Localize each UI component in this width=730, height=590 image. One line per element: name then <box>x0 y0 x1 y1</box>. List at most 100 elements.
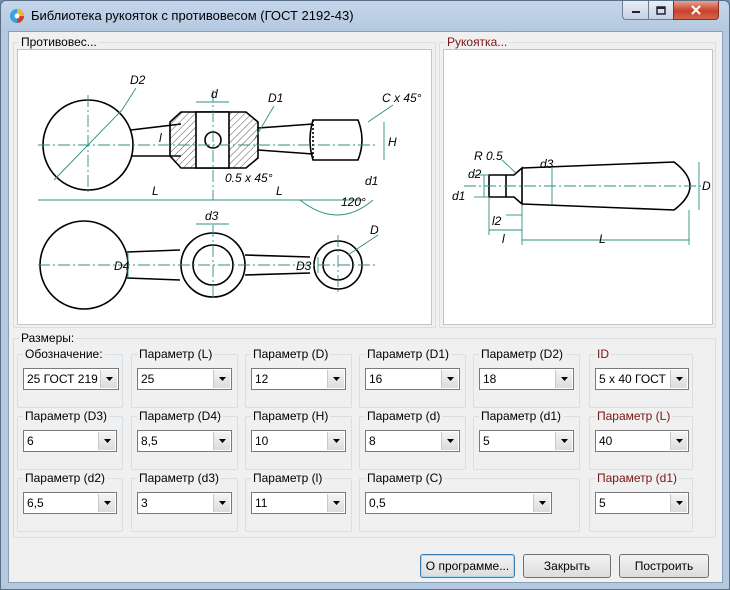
minimize-icon <box>631 11 640 13</box>
param-D-select[interactable]: 12 <box>251 368 346 390</box>
close-icon <box>691 5 701 15</box>
field-label: Параметр (d) <box>365 409 443 423</box>
handle-d1-select[interactable]: 5 <box>595 492 689 514</box>
field-label: Параметр (d3) <box>137 471 222 485</box>
handle-label-l: l <box>502 232 505 246</box>
drawing-label-h: H <box>388 135 397 149</box>
handle-label-l2: l2 <box>492 214 502 228</box>
handle-label-L: L <box>599 232 606 246</box>
select-value: 6,5 <box>27 496 44 510</box>
close-button[interactable]: Закрыть <box>523 554 611 578</box>
field-handle-L: Параметр (L) 40 <box>589 409 693 470</box>
field-param-d2: Параметр (d2) 6,5 <box>17 471 123 532</box>
build-button[interactable]: Построить <box>619 554 709 578</box>
counterweight-drawing-panel: D2 d D1 C x 45° H L 0.5 x 45° L d1 120° … <box>17 49 432 325</box>
field-param-D4: Параметр (D4) 8,5 <box>131 409 238 470</box>
handle-group-label: Рукоятка... <box>445 35 510 49</box>
sizes-group-label: Размеры: <box>19 331 77 345</box>
field-label: Обозначение: <box>23 347 105 361</box>
field-id: ID 5 x 40 ГОСТ 89 <box>589 347 693 408</box>
counterweight-group: Противовес... <box>13 35 436 328</box>
select-value: 11 <box>255 496 268 510</box>
field-label: Параметр (D3) <box>23 409 110 423</box>
id-select[interactable]: 5 x 40 ГОСТ 89 <box>595 368 689 390</box>
field-label: Параметр (d1) <box>479 409 564 423</box>
param-d1-select[interactable]: 5 <box>479 430 574 452</box>
field-param-D: Параметр (D) 12 <box>245 347 352 408</box>
chevron-down-icon <box>213 432 230 450</box>
select-value: 3 <box>141 496 148 510</box>
chevron-down-icon <box>327 494 344 512</box>
field-label: Параметр (D4) <box>137 409 224 423</box>
handle-label-d3: d3 <box>540 157 554 171</box>
drawing-label-chamfer: C x 45° <box>382 91 422 105</box>
chevron-down-icon <box>670 494 687 512</box>
select-value: 40 <box>599 434 613 448</box>
maximize-button[interactable] <box>648 1 674 20</box>
param-d3-select[interactable]: 3 <box>137 492 232 514</box>
select-value: 5 x 40 ГОСТ 89 <box>599 372 668 386</box>
handle-label-d2: d2 <box>468 167 482 181</box>
select-value: 18 <box>483 372 497 386</box>
handle-label-d1: d1 <box>452 189 465 203</box>
drawing-label-angle: 0.5 x 45° <box>225 171 273 185</box>
chevron-down-icon <box>533 494 550 512</box>
select-value: 5 <box>483 434 490 448</box>
drawing-label-l2: L <box>276 184 283 198</box>
select-value: 8 <box>369 434 376 448</box>
drawing-label-d1s: d1 <box>365 174 378 188</box>
maximize-icon <box>656 5 666 15</box>
handle-group: Рукоятка... <box>439 35 716 328</box>
field-param-L: Параметр (L) 25 <box>131 347 238 408</box>
handle-L-select[interactable]: 40 <box>595 430 689 452</box>
drawing-label-dd: D <box>370 223 379 237</box>
field-label: Параметр (D2) <box>479 347 566 361</box>
param-D1-select[interactable]: 16 <box>365 368 460 390</box>
field-param-H: Параметр (H) 10 <box>245 409 352 470</box>
chevron-down-icon <box>327 432 344 450</box>
minimize-button[interactable] <box>622 1 649 20</box>
handle-drawing: R 0.5 d2 d1 d3 l2 l L D <box>452 149 711 246</box>
handle-label-r: R 0.5 <box>474 149 503 163</box>
title-bar[interactable]: Библиотека рукояток с противовесом (ГОСТ… <box>1 1 729 31</box>
field-label: Параметр (D) <box>251 347 331 361</box>
drawing-label-i: l <box>159 131 162 145</box>
param-d-select[interactable]: 8 <box>365 430 460 452</box>
select-value: 6 <box>27 434 34 448</box>
drawing-label-d3b: D3 <box>296 259 312 273</box>
param-H-select[interactable]: 10 <box>251 430 346 452</box>
client-area: Противовес... <box>8 31 723 583</box>
param-d2-select[interactable]: 6,5 <box>23 492 117 514</box>
select-value: 5 <box>599 496 606 510</box>
field-param-d1: Параметр (d1) 5 <box>473 409 580 470</box>
chevron-down-icon <box>100 370 117 388</box>
field-label: Параметр (C) <box>365 471 445 485</box>
about-button[interactable]: О программе... <box>420 554 515 578</box>
field-designation: Обозначение: 25 ГОСТ 2192- <box>17 347 123 408</box>
counterweight-drawing: D2 d D1 C x 45° H L 0.5 x 45° L d1 120° … <box>38 73 422 310</box>
select-value: 8,5 <box>141 434 158 448</box>
select-value: 12 <box>255 372 269 386</box>
field-label: Параметр (l) <box>251 471 325 485</box>
close-window-button[interactable] <box>673 1 719 20</box>
drawing-label-d1: D1 <box>268 91 283 105</box>
chevron-down-icon <box>98 494 115 512</box>
param-D4-select[interactable]: 8,5 <box>137 430 232 452</box>
field-param-l: Параметр (l) 11 <box>245 471 352 532</box>
handle-label-D: D <box>702 179 711 193</box>
param-l-select[interactable]: 11 <box>251 492 346 514</box>
sizes-group: Размеры: <box>13 331 716 538</box>
chevron-down-icon <box>98 432 115 450</box>
chevron-down-icon <box>670 370 687 388</box>
param-C-select[interactable]: 0,5 <box>365 492 552 514</box>
designation-select[interactable]: 25 ГОСТ 2192- <box>23 368 119 390</box>
select-value: 10 <box>255 434 269 448</box>
field-label: Параметр (D1) <box>365 347 452 361</box>
param-L-select[interactable]: 25 <box>137 368 232 390</box>
param-D3-select[interactable]: 6 <box>23 430 117 452</box>
field-label: Параметр (H) <box>251 409 331 423</box>
param-D2-select[interactable]: 18 <box>479 368 574 390</box>
chevron-down-icon <box>213 494 230 512</box>
drawing-label-d2: D2 <box>130 73 146 87</box>
